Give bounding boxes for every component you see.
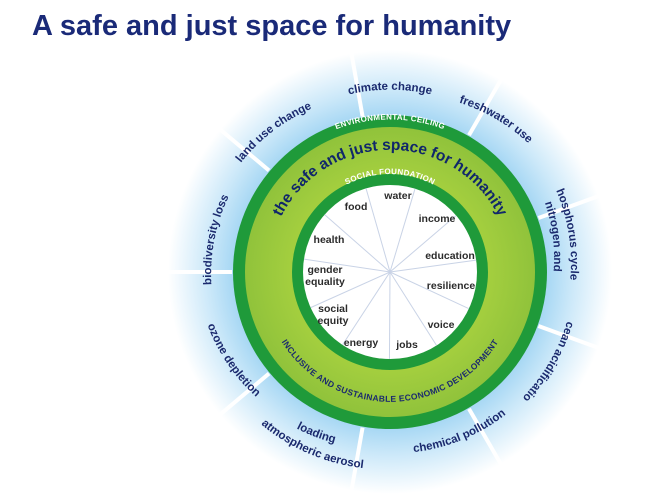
social-divider-line	[389, 188, 416, 273]
boundary-divider-line	[537, 324, 617, 356]
social-item-health: health	[314, 234, 345, 246]
social-divider-line	[389, 215, 457, 273]
boundary-divider-line	[204, 372, 271, 428]
social-item-water: water	[383, 190, 411, 202]
boundary-divider-line	[204, 116, 271, 172]
social-divider-line	[389, 271, 470, 310]
social-divider-line	[365, 188, 391, 273]
boundary-divider-line	[537, 188, 617, 220]
social-divider-line	[388, 271, 391, 360]
social-item-income: income	[419, 213, 456, 225]
social-divider-line	[303, 258, 391, 273]
social-item-energy: energy	[344, 337, 379, 349]
boundary-divider-line	[467, 63, 512, 137]
social-item-food: food	[345, 201, 368, 213]
boundary-divider-line	[347, 427, 365, 501]
boundary-dividers	[150, 35, 617, 501]
boundary-label: climate change	[347, 81, 433, 98]
social-divider-line	[389, 259, 477, 273]
social-item-resilience: resilience	[427, 280, 476, 292]
boundary-divider-line	[467, 407, 512, 481]
boundary-divider-line	[346, 35, 365, 117]
social-item-voice: voice	[428, 319, 455, 331]
social-item-jobs: jobs	[395, 339, 418, 351]
social-dividers	[303, 188, 477, 360]
social-divider-line	[324, 214, 391, 273]
social-divider-line	[389, 271, 437, 346]
page-title: A safe and just space for humanity	[32, 10, 512, 42]
social-item-education: education	[425, 250, 475, 262]
social-divider-line	[310, 271, 391, 309]
social-divider-line	[342, 271, 391, 346]
